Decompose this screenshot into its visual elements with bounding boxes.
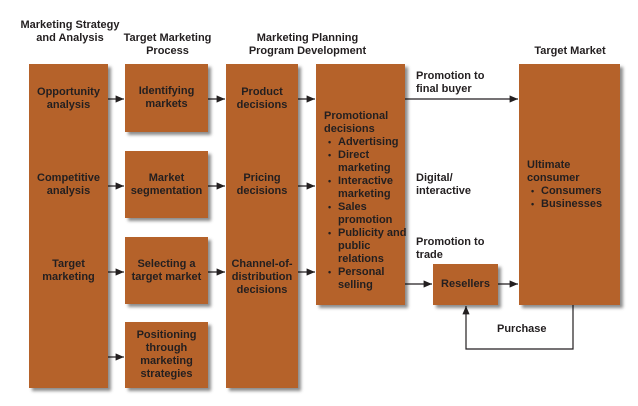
header-planning: Marketing Planning Program Development [248,32,367,57]
consumer-item: Consumers [531,185,631,198]
purchase-arrow [462,305,574,350]
program-item: Channel-of-distribution decisions [231,258,293,296]
target-process-box: Selecting a target market [125,237,208,304]
promotional-item: Direct marketing [328,149,414,175]
target-process-box: Positioning through marketing strategies [125,322,208,388]
label-purchase: Purchase [497,323,547,335]
label-final-buyer: Promotion to final buyer [416,70,485,95]
promotional-item: Advertising [328,136,414,149]
promotional-decisions-box: Promotional decisions Advertising Direct… [316,64,406,305]
target-process-box: Identifying markets [125,64,208,132]
consumer-list: Consumers Businesses [527,185,631,211]
strategy-item: Target marketing [42,258,95,283]
label-digital: Digital/ interactive [416,172,472,197]
promotional-item: Sales promotion [328,201,414,227]
label-trade: Promotion to trade [416,236,485,261]
header-target-process: Target Marketing Process [123,32,212,57]
promotional-title: Promotional decisions [324,110,389,135]
strategy-item: Competitive analysis [37,172,100,197]
header-strategy: Marketing Strategy and Analysis [20,19,120,44]
consumer-title: Ultimate consumer [527,159,580,184]
promotional-item: Personal selling [328,266,414,292]
target-process-box: Market segmentation [125,151,208,218]
program-item: Pricing decisions [236,172,288,197]
program-column: Product decisions Pricing decisions Chan… [226,64,298,388]
target-market-box: Ultimate consumer Consumers Businesses [519,64,620,305]
program-item: Product decisions [236,86,288,111]
promotional-item: Publicity and public relations [328,227,414,266]
consumer-item: Businesses [531,198,631,211]
promotional-list: Advertising Direct marketing Interactive… [324,136,414,292]
strategy-column: Opportunity analysis Competitive analysi… [29,64,108,388]
resellers-box: Resellers [433,264,498,305]
promotional-item: Interactive marketing [328,175,414,201]
strategy-item: Opportunity analysis [37,86,100,111]
header-target-market: Target Market [534,45,606,57]
